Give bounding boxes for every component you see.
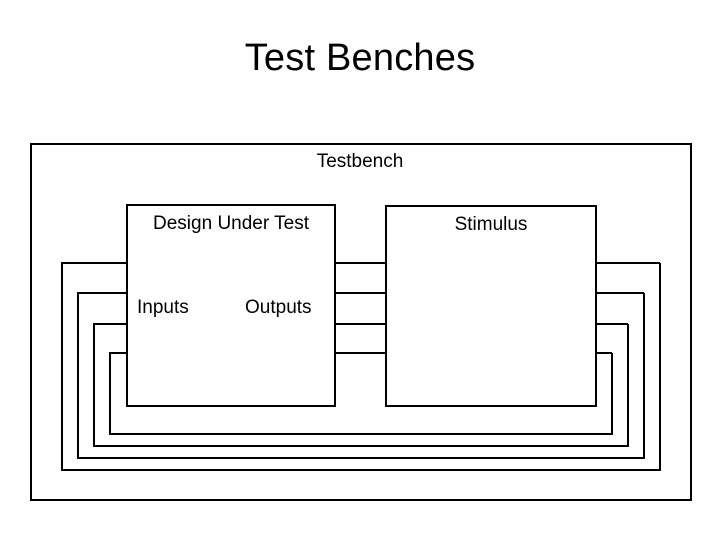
feedback-loop-1 (61, 262, 661, 471)
signal-connector-group (335, 262, 386, 354)
design-under-test-block[interactable] (126, 204, 336, 407)
stimulus-block[interactable] (385, 205, 597, 407)
testbench-label: Testbench (316, 151, 404, 172)
page-title: Test Benches (244, 37, 476, 79)
design-under-test-label: Design Under Test (153, 213, 309, 234)
stimulus-label: Stimulus (454, 214, 528, 235)
feedback-loop-3 (93, 323, 629, 447)
feedback-loop-group (61, 262, 661, 471)
stimulus-output-stubs (596, 262, 660, 354)
outputs-port-label: Outputs (245, 297, 312, 318)
feedback-loop-4 (109, 352, 613, 435)
feedback-loop-2 (77, 292, 645, 459)
inputs-port-label: Inputs (137, 297, 189, 318)
